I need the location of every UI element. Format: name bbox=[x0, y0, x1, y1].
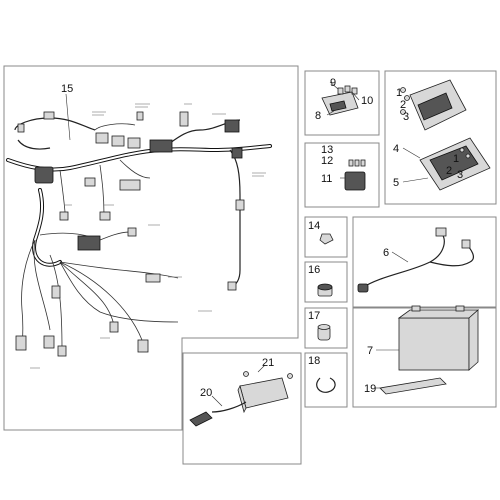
connector-left bbox=[17, 123, 25, 133]
callout-16: 16 bbox=[308, 264, 320, 276]
callout-13: 13 bbox=[321, 144, 333, 156]
connector-l bbox=[43, 335, 55, 349]
panel-regulator bbox=[182, 352, 302, 465]
battery bbox=[376, 305, 480, 371]
connector-top-mid bbox=[136, 111, 144, 121]
panel-relay bbox=[304, 142, 380, 208]
callout-14: 14 bbox=[308, 220, 320, 232]
part-19-pad bbox=[374, 377, 447, 395]
connector-m bbox=[57, 345, 67, 357]
connector-i bbox=[145, 273, 161, 283]
connector-row-d bbox=[119, 179, 141, 191]
callout-11: 11 bbox=[321, 173, 332, 185]
connector-j bbox=[51, 285, 61, 299]
connector-main-block bbox=[34, 166, 54, 184]
connector-h bbox=[127, 227, 137, 237]
callout-15: 15 bbox=[61, 83, 73, 95]
connector-a bbox=[95, 132, 109, 144]
connector-b bbox=[111, 135, 125, 147]
connector-ecu bbox=[77, 235, 101, 251]
callout-2b: 2 bbox=[446, 165, 452, 177]
part-16-holder bbox=[317, 283, 333, 297]
connector-sensor bbox=[179, 111, 189, 127]
relay bbox=[340, 159, 366, 191]
callout-21: 21 bbox=[262, 357, 274, 369]
callout-7: 7 bbox=[367, 345, 373, 357]
connector-k bbox=[15, 335, 27, 351]
regulator bbox=[189, 364, 293, 427]
connector-o bbox=[137, 339, 149, 353]
leader-15 bbox=[65, 93, 71, 141]
panel-battery-cable bbox=[352, 216, 497, 308]
callout-12: 12 bbox=[321, 155, 333, 167]
callout-5: 5 bbox=[393, 177, 399, 189]
callout-19: 19 bbox=[364, 383, 376, 395]
connector-right-mid bbox=[231, 147, 243, 159]
part-14-clip bbox=[319, 233, 334, 245]
fuse-box-main bbox=[400, 79, 491, 191]
harness-fine-print-marks bbox=[30, 103, 266, 369]
harness-connectors bbox=[15, 111, 245, 357]
callout-2: 2 bbox=[400, 99, 406, 111]
connector-relay-block bbox=[149, 139, 173, 153]
connector-row-e bbox=[84, 177, 96, 187]
connector-c bbox=[127, 137, 141, 149]
main-harness-frame bbox=[3, 65, 299, 431]
callout-9: 9 bbox=[330, 77, 336, 89]
panel-part-18 bbox=[304, 352, 348, 408]
fuse-box-small bbox=[321, 81, 360, 116]
connector-top-left bbox=[43, 111, 55, 120]
callout-4: 4 bbox=[393, 143, 399, 155]
callout-20: 20 bbox=[200, 387, 212, 399]
callout-3: 3 bbox=[403, 111, 409, 123]
battery-cable bbox=[357, 227, 474, 293]
connector-end-lead bbox=[227, 281, 237, 291]
connector-right-top bbox=[224, 119, 240, 133]
callout-18: 18 bbox=[308, 355, 320, 367]
connector-lambda bbox=[235, 199, 245, 211]
callout-17: 17 bbox=[308, 310, 320, 322]
connector-g bbox=[99, 211, 111, 221]
callout-6: 6 bbox=[383, 247, 389, 259]
callout-numbers: 15 9 10 8 1 2 3 4 5 1 2 3 13 12 11 14 16… bbox=[61, 77, 463, 399]
callout-3b: 3 bbox=[457, 169, 463, 181]
connector-n bbox=[109, 321, 119, 333]
part-18-strap bbox=[316, 377, 336, 393]
connector-f bbox=[59, 211, 69, 221]
callout-10: 10 bbox=[361, 95, 373, 107]
part-17-cap bbox=[317, 324, 331, 341]
callout-1: 1 bbox=[396, 87, 402, 99]
callout-8: 8 bbox=[315, 110, 321, 122]
callout-1b: 1 bbox=[453, 153, 459, 165]
